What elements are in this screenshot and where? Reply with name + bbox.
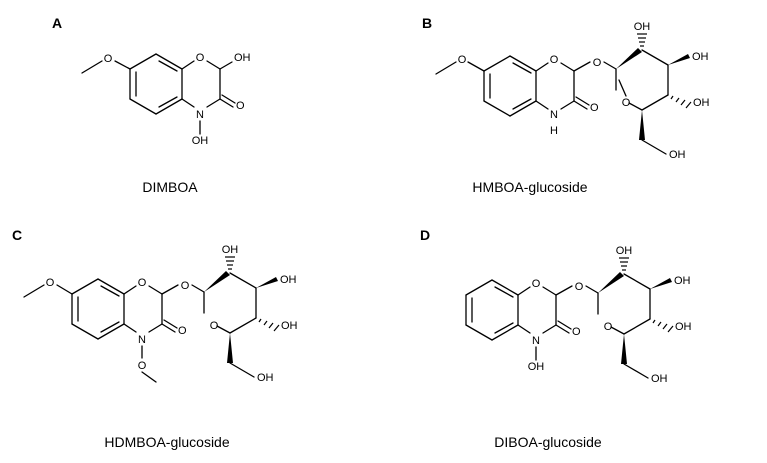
atom-sugar-hydroxyl-top: OH bbox=[634, 21, 651, 33]
atom-ring-oxygen: O bbox=[532, 278, 541, 290]
panel-letter: C bbox=[12, 227, 22, 243]
atom-methoxy-oxygen: O bbox=[46, 277, 55, 289]
panel-d: D bbox=[420, 227, 692, 450]
molecule-dimboa: O O OH O N OH bbox=[81, 52, 251, 147]
atom-glycosidic-oxygen: O bbox=[593, 57, 602, 69]
atom-carbonyl-oxygen: O bbox=[236, 100, 245, 112]
atom-carbonyl-oxygen: O bbox=[178, 325, 187, 337]
panel-c: C bbox=[12, 227, 298, 450]
atom-sugar-hydroxyl-top: OH bbox=[222, 244, 239, 256]
atom-carbonyl-oxygen: O bbox=[590, 102, 599, 114]
atom-nitrogen: N bbox=[196, 109, 204, 121]
compound-name: HDMBOA-glucoside bbox=[104, 434, 229, 450]
molecule-diboa-glucoside: O O O N OH OH OH OH O OH bbox=[465, 245, 692, 385]
atom-sugar-hydroxymethyl: OH bbox=[651, 373, 668, 385]
molecule-hmboa-glucoside: O O O O N H OH OH OH O OH bbox=[435, 21, 710, 161]
atom-sugar-hydroxymethyl: OH bbox=[257, 372, 274, 384]
atom-sugar-hydroxyl-right: OH bbox=[280, 274, 297, 286]
atom-hydroxyl: OH bbox=[234, 52, 251, 64]
atom-n-hydroxyl: OH bbox=[528, 361, 545, 373]
panel-letter: A bbox=[52, 15, 62, 31]
atom-nitrogen: N bbox=[550, 109, 558, 121]
atom-n-hydroxyl: OH bbox=[192, 135, 209, 147]
atom-sugar-hydroxymethyl: OH bbox=[669, 149, 686, 161]
atom-sugar-hydroxyl-bottom: OH bbox=[693, 97, 710, 109]
atom-sugar-ring-oxygen: O bbox=[210, 320, 219, 332]
atom-sugar-ring-oxygen: O bbox=[622, 97, 631, 109]
compound-name: DIMBOA bbox=[142, 179, 198, 195]
atom-methoxy-oxygen: O bbox=[104, 53, 113, 65]
panel-a: A O O OH O N OH bbox=[52, 15, 251, 195]
atom-n-hydrogen: H bbox=[550, 125, 558, 137]
panel-letter: D bbox=[420, 227, 430, 243]
atom-n-methoxy-oxygen: O bbox=[138, 360, 147, 372]
panel-b: B bbox=[422, 15, 710, 195]
atom-glycosidic-oxygen: O bbox=[575, 281, 584, 293]
atom-sugar-hydroxyl-right: OH bbox=[674, 275, 691, 287]
atom-sugar-hydroxyl-right: OH bbox=[692, 51, 709, 63]
atom-sugar-hydroxyl-bottom: OH bbox=[281, 320, 298, 332]
atom-sugar-ring-oxygen: O bbox=[604, 321, 613, 333]
atom-nitrogen: N bbox=[532, 335, 540, 347]
panel-letter: B bbox=[422, 15, 432, 31]
atom-sugar-hydroxyl-top: OH bbox=[616, 245, 633, 257]
atom-sugar-hydroxyl-bottom: OH bbox=[675, 321, 692, 333]
compound-name: HMBOA-glucoside bbox=[472, 179, 587, 195]
atom-ring-oxygen: O bbox=[138, 277, 147, 289]
molecule-hdmboa-glucoside: O O O O N O OH OH OH O OH bbox=[23, 244, 298, 384]
atom-methoxy-oxygen: O bbox=[458, 54, 467, 66]
atom-glycosidic-oxygen: O bbox=[181, 280, 190, 292]
atom-carbonyl-oxygen: O bbox=[572, 326, 581, 338]
atom-ring-oxygen: O bbox=[550, 54, 559, 66]
atom-nitrogen: N bbox=[138, 334, 146, 346]
compound-name: DIBOA-glucoside bbox=[494, 434, 602, 450]
atom-ring-oxygen: O bbox=[196, 52, 205, 64]
